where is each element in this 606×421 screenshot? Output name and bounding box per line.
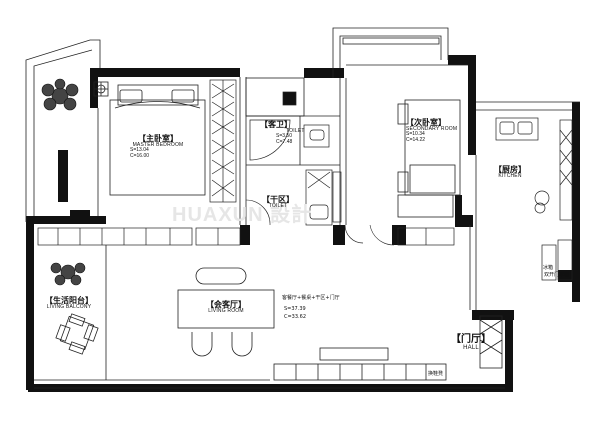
room-name-en: LIVING ROOM — [208, 307, 244, 314]
room-perimeter: C=7.48 — [276, 138, 293, 145]
room-name-en: KITCHEN — [498, 172, 522, 179]
room-area: S=13.04 — [130, 147, 149, 154]
room-name-zh: 【会客厅】 — [206, 299, 246, 309]
wall — [26, 220, 34, 390]
wall — [472, 310, 514, 320]
wall — [240, 225, 250, 245]
living-balcony-label: 【生活阳台】 LIVING BALCONY — [36, 296, 102, 310]
room-area: S=10.34 — [406, 131, 425, 138]
wall — [26, 216, 106, 224]
room-perimeter: C=16.00 — [130, 152, 150, 159]
wardrobe — [209, 79, 237, 203]
toilet-fixtures — [249, 91, 330, 161]
wall — [505, 318, 513, 390]
wall — [558, 270, 572, 282]
secondary-bedroom-label: 【次卧室】 SECONDARY ROOM S=10.34 C=14.22 — [406, 118, 462, 143]
balcony-table-chairs — [55, 313, 99, 355]
room-name-en: HALL — [463, 345, 479, 351]
room-name-zh: 【厨房】 — [494, 164, 526, 174]
ceiling-light-icon — [93, 81, 109, 97]
living-room-furniture — [177, 267, 503, 381]
top-balcony-outline — [332, 27, 449, 78]
balcony-cabinet-row — [37, 227, 455, 246]
living-room-note: 客餐厅+餐桌+干区+门厅 — [282, 295, 340, 301]
room-name-en: SECONDARY ROOM — [406, 125, 458, 132]
room-name-zh: 【主卧室】 — [138, 133, 178, 143]
plant-icon — [41, 78, 79, 111]
wall — [58, 150, 68, 202]
wall — [70, 210, 90, 216]
wall — [90, 68, 240, 77]
fridge-label: 冰箱 — [543, 265, 554, 271]
watermark: HUAXUN 設計 — [172, 204, 313, 226]
room-name-en: TOILET — [268, 202, 288, 209]
room-name-en: LIVING BALCONY — [46, 303, 92, 310]
room-name-en: TOILET — [286, 127, 305, 134]
secondary-bed — [397, 99, 461, 218]
balcony-plant-icon — [50, 262, 86, 286]
wall — [468, 55, 476, 155]
room-name-zh: 【门厅】 — [451, 334, 491, 345]
appliance-label: 双开门冰箱 — [544, 272, 570, 278]
wall — [392, 225, 406, 245]
kitchen-label: 【厨房】 KITCHEN — [488, 165, 532, 179]
master-bedroom-label: 【主卧室】 MASTER BEDROOM S=13.04 C=16.00 — [118, 134, 198, 159]
room-name-zh: 【次卧室】 — [406, 117, 446, 127]
room-perimeter: C=14.22 — [406, 136, 426, 143]
top-balcony-outline — [339, 35, 442, 68]
wall — [304, 68, 344, 78]
room-name-en: MASTER BEDROOM — [132, 141, 184, 148]
kitchen-counter — [495, 117, 573, 281]
room-name-zh: 【客卫】 — [260, 119, 292, 129]
master-bed — [109, 84, 206, 196]
dry-area-label: 【干区】 TOILET — [256, 195, 300, 209]
living-room-label: 【会客厅】 LIVING ROOM — [188, 300, 264, 314]
wall — [455, 215, 473, 227]
room-name-zh: 【生活阳台】 — [45, 295, 93, 305]
shoe-cabinet-label: 换鞋凳 — [428, 371, 444, 377]
door-swings — [245, 199, 395, 246]
living-room-perimeter: C=33.62 — [284, 314, 306, 320]
hall-label: 【门厅】 HALL — [446, 334, 496, 352]
guest-toilet-label: 【客卫】 TOILET S=3.50 C=7.48 — [256, 119, 305, 145]
balcony-outline — [25, 39, 101, 222]
room-name-zh: 【干区】 — [262, 194, 294, 204]
wall — [572, 102, 580, 302]
room-area: S=3.50 — [276, 133, 292, 140]
wall — [455, 195, 462, 215]
dry-area-cabinet — [305, 169, 364, 244]
top-balcony-rail — [342, 37, 440, 45]
balcony-outline — [33, 49, 93, 216]
living-room-area: S=37.39 — [284, 306, 306, 312]
wall — [448, 55, 476, 65]
wall — [333, 225, 345, 245]
